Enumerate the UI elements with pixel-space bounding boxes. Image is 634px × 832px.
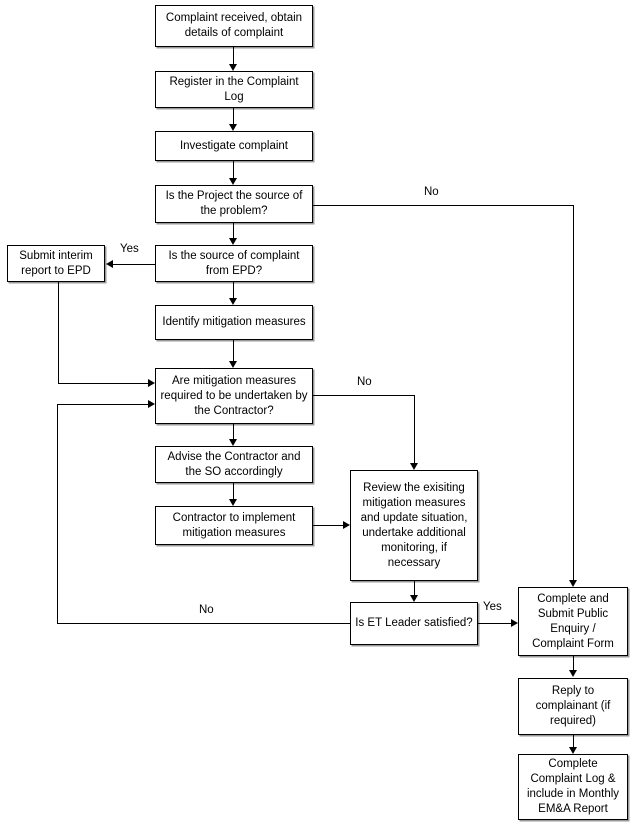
- node-label: Investigate complaint: [179, 139, 289, 152]
- node-register-log: Register in the Complaint Log: [155, 71, 313, 108]
- arrowhead-down: [229, 178, 237, 185]
- node-submit-interim-report: Submit interim report to EPD: [7, 245, 105, 282]
- edge-label-et-leader-yes: Yes: [483, 601, 502, 613]
- connector-received-to-register: [233, 47, 234, 64]
- node-are-mitigation-required: Are mitigation measures required to be u…: [155, 368, 313, 424]
- node-review-existing-measures: Review the exisiting mitigation measures…: [350, 470, 478, 581]
- edge-label-source-epd-yes: Yes: [120, 243, 139, 255]
- node-label: Identify mitigation measures: [162, 316, 306, 328]
- arrowhead-right: [148, 379, 155, 387]
- arrowhead-down: [569, 670, 577, 677]
- arrowhead-down: [569, 580, 577, 587]
- edge-label-et-leader-no: No: [199, 604, 214, 616]
- connector-submit-interim-to-mitigation: [58, 383, 148, 384]
- connector-identify-to-mitigation-required: [233, 340, 234, 361]
- node-complete-complaint-log: Complete Complaint Log & include in Mont…: [518, 754, 628, 820]
- connector-mitigation-to-advise: [233, 424, 234, 439]
- arrowhead-down: [229, 124, 237, 131]
- connector-reply-to-complete-log: [573, 735, 574, 747]
- node-label: Submit interim report to EPD: [19, 249, 93, 277]
- node-complete-submit-form: Complete and Submit Public Enquiry / Com…: [518, 587, 628, 656]
- edge-label-mitigation-required-no: No: [357, 376, 372, 388]
- node-advise-contractor: Advise the Contractor and the SO accordi…: [155, 446, 313, 483]
- node-label: Review the exisiting mitigation measures…: [360, 481, 468, 569]
- node-is-project-source: Is the Project the source of the problem…: [155, 185, 313, 223]
- arrowhead-right: [511, 619, 518, 627]
- node-label: Are mitigation measures required to be u…: [160, 374, 308, 417]
- arrowhead-down: [410, 463, 418, 470]
- connector-advise-to-implement: [233, 483, 234, 499]
- connector-mitigation-no-vertical: [414, 395, 415, 463]
- connector-source-epd-yes: [113, 264, 155, 265]
- node-contractor-implement: Contractor to implement mitigation measu…: [155, 506, 313, 545]
- arrowhead-right: [148, 400, 155, 408]
- node-identify-mitigation: Identify mitigation measures: [155, 305, 313, 340]
- connector-et-leader-no-to-mitigation: [57, 404, 148, 405]
- connector-project-source-to-source-epd: [233, 223, 234, 238]
- connector-investigate-to-project-source: [233, 161, 234, 178]
- node-label: Is ET Leader satisfied?: [355, 617, 473, 629]
- connector-register-to-investigate: [233, 108, 234, 124]
- connector-mitigation-no-horizontal: [313, 395, 415, 396]
- node-label: Complaint received, obtain details of co…: [165, 12, 303, 39]
- node-label: Reply to complainant (if required): [535, 685, 611, 727]
- node-label: Advise the Contractor and the SO accordi…: [167, 450, 301, 478]
- node-is-et-leader-satisfied: Is ET Leader satisfied?: [350, 602, 478, 645]
- node-label: Complete Complaint Log & include in Mont…: [526, 758, 620, 815]
- connector-project-source-no-vertical: [573, 205, 574, 580]
- arrowhead-down: [410, 595, 418, 602]
- arrowhead-right: [343, 521, 350, 529]
- node-label: Complete and Submit Public Enquiry / Com…: [532, 592, 614, 650]
- node-complaint-received: Complaint received, obtain details of co…: [155, 5, 313, 47]
- node-label: Is the source of complaint from EPD?: [168, 249, 300, 277]
- connector-et-leader-no-vertical: [57, 404, 58, 623]
- node-reply-to-complainant: Reply to complainant (if required): [518, 678, 628, 735]
- arrowhead-down: [229, 439, 237, 446]
- arrowhead-left: [106, 260, 113, 268]
- node-label: Register in the Complaint Log: [169, 75, 299, 103]
- edge-label-project-source-no: No: [424, 186, 439, 198]
- connector-et-leader-yes: [478, 623, 511, 624]
- connector-implement-to-review: [313, 525, 343, 526]
- arrowhead-down: [229, 361, 237, 368]
- node-label: Contractor to implement mitigation measu…: [172, 511, 296, 539]
- connector-submit-interim-down: [58, 282, 59, 383]
- node-is-source-epd: Is the source of complaint from EPD?: [155, 245, 313, 282]
- arrowhead-down: [229, 499, 237, 506]
- connector-project-source-no-horizontal: [313, 205, 574, 206]
- node-investigate-complaint: Investigate complaint: [155, 131, 313, 161]
- arrowhead-down: [229, 64, 237, 71]
- node-label: Is the Project the source of the problem…: [165, 190, 303, 217]
- arrowhead-down: [229, 238, 237, 245]
- connector-et-leader-no-horizontal: [57, 623, 350, 624]
- connector-complete-to-reply: [573, 656, 574, 670]
- arrowhead-down: [569, 747, 577, 754]
- arrowhead-down: [229, 298, 237, 305]
- connector-source-epd-to-identify: [233, 282, 234, 298]
- connector-review-to-et-leader: [414, 581, 415, 595]
